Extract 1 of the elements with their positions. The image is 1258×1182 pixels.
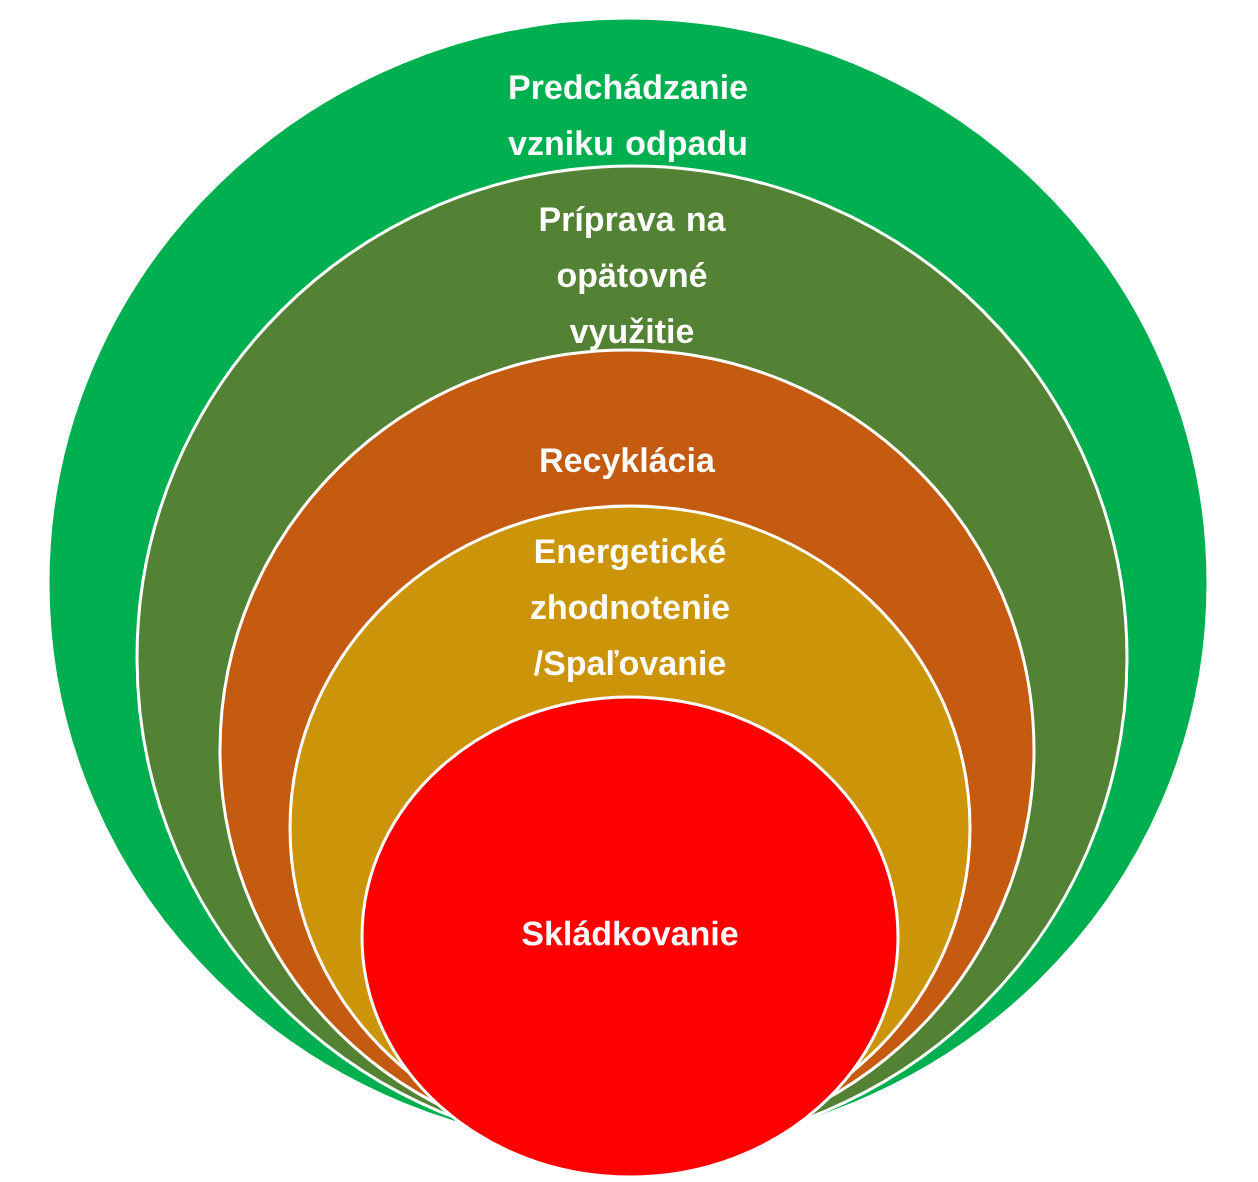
circle-band: Skládkovanie: [360, 695, 900, 1179]
